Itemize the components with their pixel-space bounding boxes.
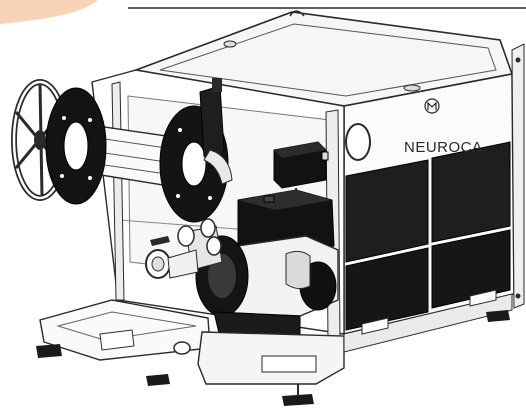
fuel-cap	[263, 195, 275, 203]
skid-foot	[36, 344, 62, 358]
swivel-valve	[212, 78, 222, 92]
lid-hinge	[223, 40, 237, 48]
lid-handle	[403, 84, 421, 92]
engine-exhaust	[285, 250, 311, 290]
control-box-switch	[321, 151, 329, 161]
brand-name: NEUROCA	[404, 139, 483, 156]
frame-bolt-icon	[515, 293, 521, 299]
skid-foot	[146, 374, 170, 386]
lifting-lug	[289, 10, 305, 17]
forklift-pocket	[469, 289, 497, 307]
reel-outlet-pipe	[203, 149, 233, 185]
pump-outlet-coupling	[177, 218, 222, 256]
louvre-panel-lower-left	[345, 247, 429, 331]
frame-bolt-icon	[515, 57, 521, 63]
drain-fitting	[173, 341, 191, 355]
right-frame-post	[511, 43, 525, 309]
cabinet-lid-inset	[159, 23, 497, 97]
corner-accent-shape	[0, 0, 98, 24]
louvre-panel-upper-left	[345, 159, 429, 263]
skid-rail	[343, 293, 513, 353]
skid-foot	[282, 394, 314, 406]
brand-block: NEUROCA	[404, 98, 483, 156]
pump-inlet-coupling	[145, 249, 199, 279]
forklift-pocket	[361, 317, 389, 335]
neuroca-logo-icon	[424, 98, 440, 114]
pump-valve-handle	[150, 236, 170, 246]
porthole-window	[345, 123, 371, 161]
tray-drain-slot	[99, 329, 135, 351]
skid-foot	[486, 310, 510, 322]
louvre-panel-lower-right	[431, 229, 511, 309]
front-tray-inset	[261, 355, 317, 373]
louvre-panel-upper-right	[431, 141, 511, 243]
